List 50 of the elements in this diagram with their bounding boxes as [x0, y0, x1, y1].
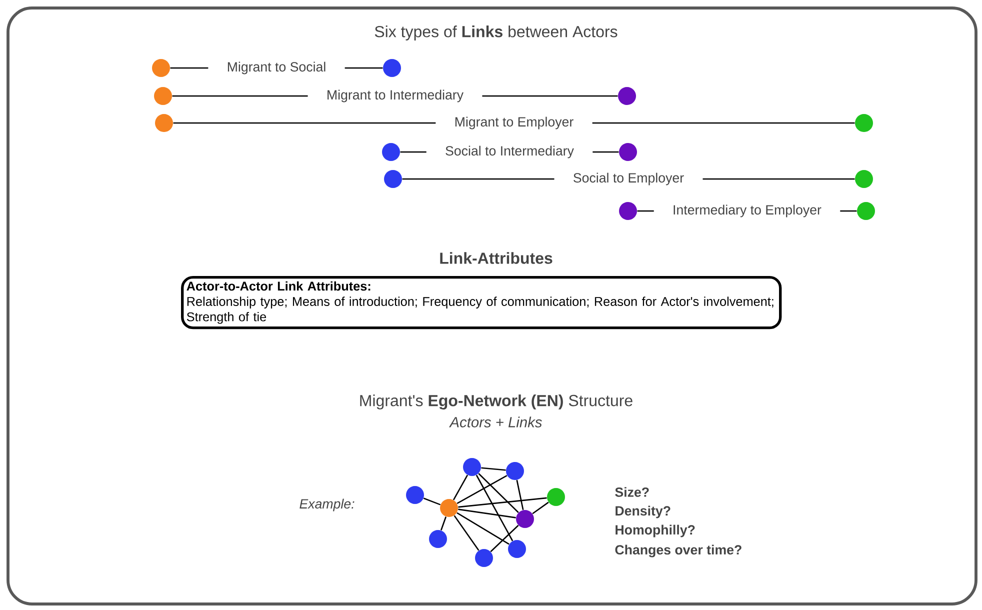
edge-label: Migrant to Intermediary: [308, 87, 482, 105]
actor-dot: [406, 486, 424, 504]
actor-dot: [463, 458, 481, 476]
actor-dot: [382, 143, 400, 161]
example-label: Example:: [300, 498, 354, 512]
connector-line: [440, 516, 447, 530]
question-label: Density?: [616, 506, 670, 518]
connector-line: [478, 473, 519, 513]
connector-line: [458, 508, 516, 518]
connector-line: [481, 467, 506, 471]
actor-dot: [429, 530, 447, 548]
actor-dot: [857, 202, 875, 220]
actor-dot: [547, 488, 565, 506]
edge-label: Migrant to Social: [208, 59, 345, 77]
connector-line: [476, 474, 514, 542]
actor-dot: [618, 87, 636, 105]
title: Six types of Links between Actors: [374, 26, 618, 40]
actor-dot: [475, 549, 493, 567]
question-label: Homophilly?: [616, 524, 695, 538]
actor-dot: [154, 87, 172, 105]
connector-line: [454, 515, 480, 551]
actor-dot: [155, 114, 173, 132]
question-label: Size?: [615, 487, 649, 497]
connector-line: [532, 502, 549, 514]
actor-dot: [855, 170, 873, 188]
actor-dot: [383, 59, 401, 77]
connector-line: [423, 498, 441, 506]
edge-label: Social to Employer: [554, 170, 703, 188]
actor-dot: [506, 462, 524, 480]
subtitle: Actors + Links: [449, 416, 542, 428]
actor-dot: [619, 202, 637, 220]
actor-dot: [440, 499, 458, 517]
actor-dot: [516, 510, 534, 528]
edge-label: Social to Intermediary: [426, 143, 593, 161]
actor-dot: [619, 143, 637, 161]
edge-label: Migrant to Employer: [436, 114, 592, 132]
actor-dot: [855, 114, 873, 132]
section-heading: Migrant's Ego-Network (EN) Structure: [360, 394, 632, 410]
connector-line: [458, 497, 547, 508]
connector-line: [456, 474, 508, 504]
actor-dot: [384, 170, 402, 188]
actor-dot: [508, 540, 526, 558]
attribute-box: Actor-to-Actor Link Attributes: Relationship type; Means of introduction; Frequency of communication; Reason for Actor's involvement; Strength of tie: [181, 276, 782, 330]
connector-line: [452, 474, 468, 500]
actor-dot: [152, 59, 170, 77]
edge-label: Intermediary to Employer: [654, 202, 840, 220]
connector-line: [490, 524, 519, 552]
connector-line: [516, 480, 524, 510]
question-label: Changes over time?: [615, 544, 742, 558]
connector-line: [456, 512, 510, 545]
